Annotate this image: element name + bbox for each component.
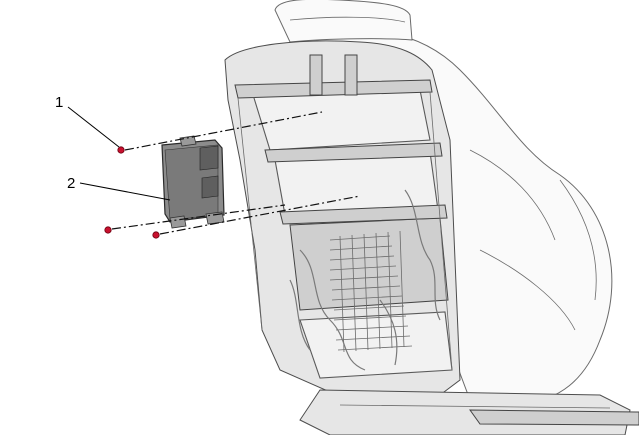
- alignment-lines: [111, 111, 361, 235]
- headrest: [274, 0, 413, 43]
- leader-line-1: [67, 106, 120, 148]
- lumbar-mesh: [329, 230, 413, 353]
- leader-line-2: [79, 182, 171, 201]
- callout-label-1: 1: [55, 94, 63, 111]
- fasteners: [104, 146, 160, 239]
- seat-back-shell: [298, 29, 613, 406]
- callout-label-2: 2: [67, 175, 75, 192]
- seat-base: [299, 389, 639, 435]
- module: [161, 135, 225, 229]
- fastener-top: [117, 146, 125, 154]
- seat-back-frame: [224, 40, 461, 396]
- fastener-bottom-left: [104, 226, 112, 234]
- fastener-bottom-right: [152, 231, 160, 239]
